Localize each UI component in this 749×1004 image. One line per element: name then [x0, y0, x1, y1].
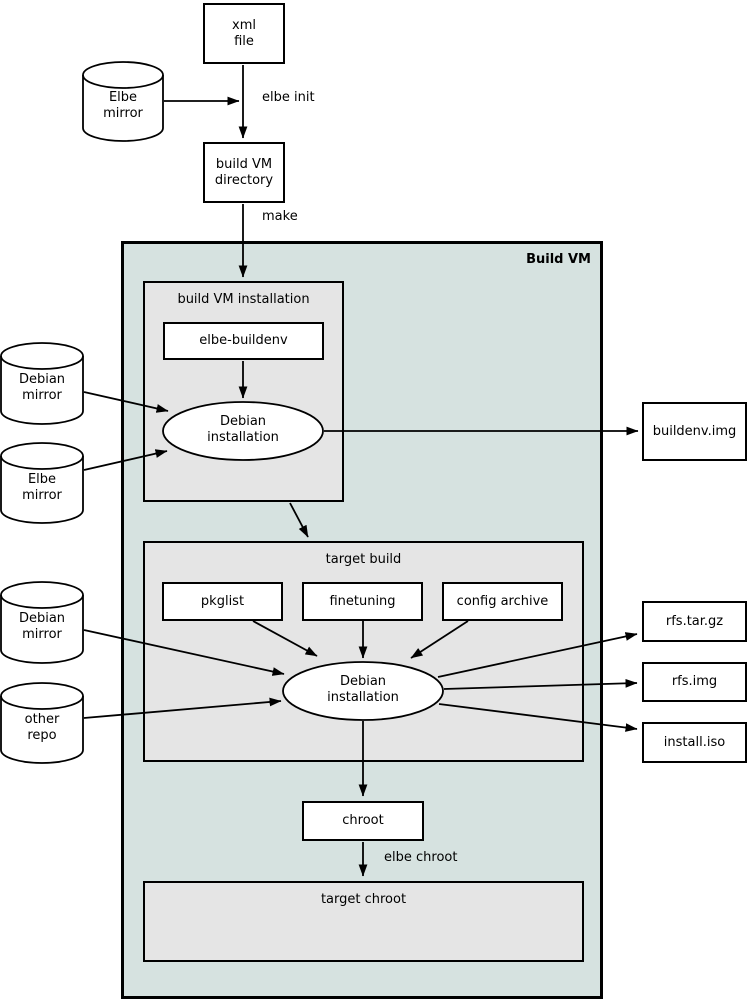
buildenv-img-node: buildenv.img — [642, 402, 747, 461]
target-chroot-title: target chroot — [320, 892, 407, 907]
arrow-debianinstall2-to-installiso — [438, 703, 638, 732]
elbe-mirror-top-cylinder — [82, 61, 164, 142]
install-iso-node: install.iso — [642, 722, 747, 763]
build-vm-installation-title: build VM installation — [177, 292, 310, 307]
elbe-mirror-2-label: Elbe mirror — [22, 472, 62, 503]
xml-file-node: xml file — [203, 3, 285, 64]
debian-mirror-2-cylinder — [0, 581, 84, 664]
debian-installation-1-label: Debian installation — [207, 414, 279, 445]
elbe-init-edge-label: elbe init — [262, 90, 315, 105]
arrow-debianmirror1-to-debianinstall1 — [83, 391, 169, 413]
arrow-elbemirror2-to-debianinstall1 — [83, 449, 168, 471]
arrow-configarchive-to-debianinstall2 — [410, 620, 469, 659]
arrow-otherrepo-to-debianinstall2 — [83, 697, 282, 719]
finetuning-node: finetuning — [302, 582, 423, 621]
debian-installation-1-ellipse — [162, 401, 324, 461]
build-vm-container-title: Build VM — [526, 252, 591, 267]
debian-mirror-2-label: Debian mirror — [18, 611, 66, 642]
debian-mirror-1-cylinder — [0, 342, 84, 425]
arrow-debianinstall2-to-rfsimg — [443, 678, 638, 690]
debian-installation-2-label: Debian installation — [327, 674, 399, 705]
chroot-node: chroot — [302, 801, 424, 841]
arrow-debianinstall2-to-rfstargz — [437, 632, 638, 678]
rfs-tar-gz-node: rfs.tar.gz — [642, 601, 747, 642]
arrow-debianmirror2-to-debianinstall2 — [83, 629, 285, 676]
arrow-installation-to-targetbuild — [289, 502, 309, 538]
target-build-title: target build — [325, 552, 402, 567]
build-vm-directory-node: build VM directory — [203, 142, 285, 203]
elbe-mirror-top-label: Elbe mirror — [103, 90, 143, 121]
elbe-mirror-2-cylinder — [0, 442, 84, 524]
make-edge-label: make — [262, 209, 298, 224]
rfs-img-node: rfs.img — [642, 662, 747, 702]
arrow-pkglist-to-debianinstall2 — [252, 620, 318, 657]
debian-mirror-1-label: Debian mirror — [18, 372, 66, 403]
debian-installation-2-ellipse — [282, 661, 444, 721]
elbe-buildenv-node: elbe-buildenv — [163, 322, 324, 360]
config-archive-node: config archive — [442, 582, 563, 621]
pkglist-node: pkglist — [162, 582, 283, 621]
other-repo-label: other repo — [24, 712, 60, 743]
target-chroot-box: target chroot — [143, 881, 584, 962]
elbe-chroot-edge-label: elbe chroot — [384, 850, 458, 865]
build-vm-installation-group: build VM installation — [143, 281, 344, 502]
other-repo-cylinder — [0, 682, 84, 764]
